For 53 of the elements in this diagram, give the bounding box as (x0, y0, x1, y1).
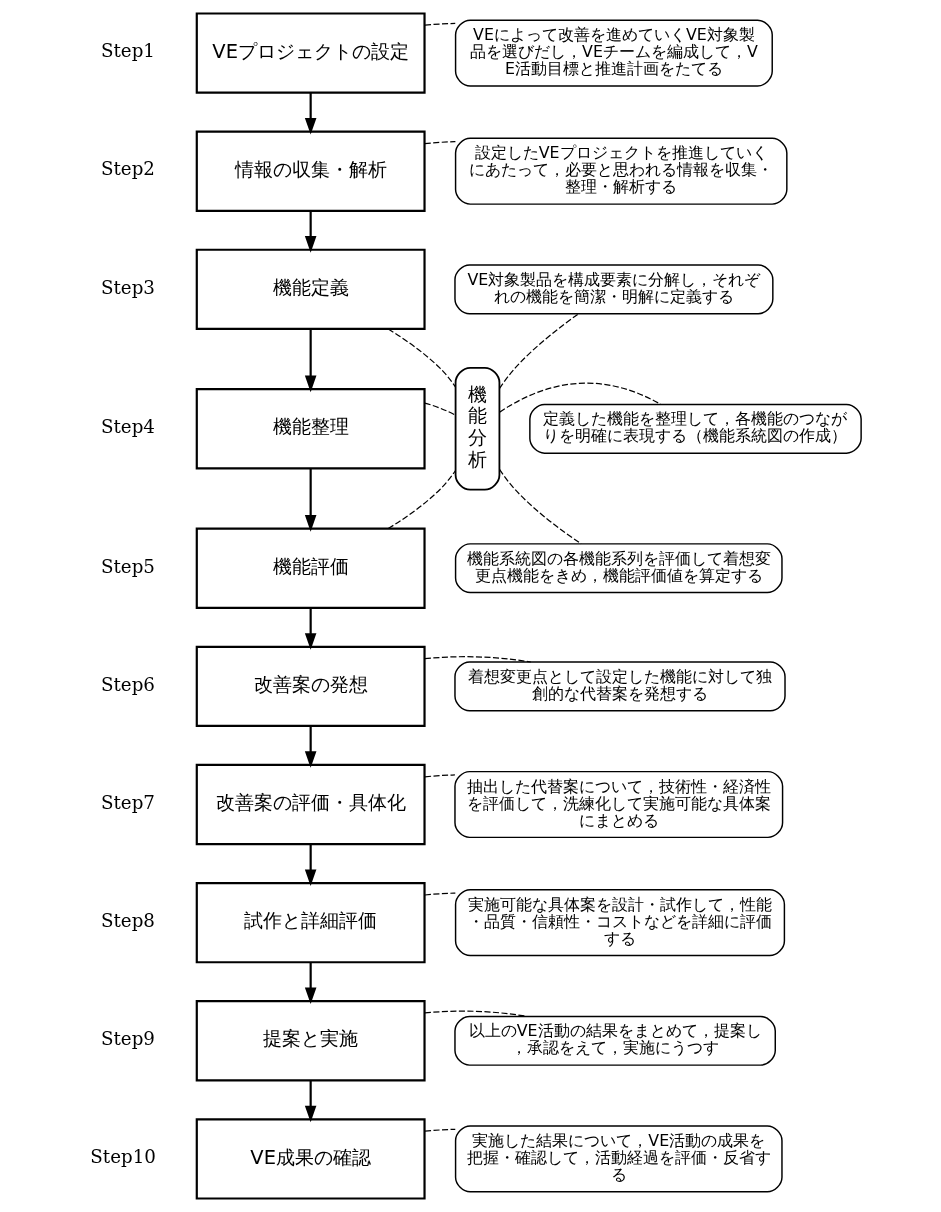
connector (424, 1128, 456, 1132)
node-label: Step2 (101, 158, 155, 180)
connector (424, 774, 456, 778)
arrow (304, 329, 317, 393)
connector (424, 141, 456, 145)
node-box: 抽出した代替案について，技術性・経済性を評価して，洗練化して実施可能な具体案にまとめる (454, 770, 784, 839)
node-label: Step5 (101, 555, 155, 577)
node-box: VE対象製品を構成要素に分解し，それぞれの機能を簡潔・明解に定義する (454, 264, 774, 315)
arrow (304, 608, 317, 650)
connector (387, 328, 457, 388)
node-label: Step1 (101, 40, 155, 62)
connector (498, 313, 580, 390)
node-box: 改善案の発想 (195, 645, 426, 728)
arrow (304, 1080, 317, 1123)
arrow (304, 92, 317, 135)
connector (424, 402, 456, 416)
node-box: 設定したVEプロジェクトを推進していくにあたって，必要と思われる情報を収集・整理・解析する (454, 137, 788, 205)
node-label: Step3 (101, 276, 155, 298)
node-box: 情報の収集・解析 (195, 130, 426, 212)
node-box: 機能評価 (195, 527, 426, 609)
node-box: 機能系統図の各機能系列を評価して着想変更点機能をきめ，機能評価値を算定する (454, 543, 783, 594)
connector (424, 656, 532, 663)
node-box: 改善案の評価・具体化 (195, 763, 426, 846)
node-box: VE成果の確認 (195, 1118, 426, 1200)
node-box: VEによって改善を進めていくVE対象製品を選びだし，VEチームを編成して，VE活動目標と推進計画をたてる (454, 19, 773, 87)
node-box: 実施可能な具体案を設計・試作して，性能・品質・信頼性・コストなどを詳細に評価する (454, 889, 786, 957)
node-label: Step8 (101, 909, 155, 931)
arrow (304, 844, 317, 886)
connector (424, 892, 456, 896)
node-label: Step10 (90, 1146, 156, 1168)
arrow (304, 726, 317, 768)
node-label: Step6 (101, 673, 155, 695)
node-box: 提案と実施 (195, 1000, 426, 1082)
node-box: 機能定義 (195, 248, 426, 331)
node-box: VEプロジェクトの設定 (195, 12, 426, 94)
node-box: 試作と詳細評価 (195, 881, 426, 964)
node-box: 機能整理 (195, 388, 426, 470)
node-label: Step9 (101, 1028, 155, 1050)
connector (498, 468, 582, 545)
node-box: 定義した機能を整理して，各機能のつながりを明確に表現する（機能系統図の作成） (529, 403, 862, 454)
connector (424, 22, 456, 26)
connector (499, 382, 662, 413)
node-box: 機能分析 (454, 367, 501, 491)
arrow (304, 210, 317, 253)
node-label: Step4 (101, 416, 155, 438)
connector (424, 1010, 528, 1017)
connector (387, 469, 457, 530)
arrow (304, 468, 317, 532)
arrow (304, 962, 317, 1005)
node-box: 以上のVE活動の結果をまとめて，提案し，承認をえて，実施にうつす (454, 1015, 776, 1066)
node-box: 着想変更点として設定した機能に対して独創的な代替案を発想する (454, 661, 786, 712)
node-label: Step7 (101, 791, 155, 813)
node-box: 実施した結果について，VE活動の成果を把握・確認して，活動経過を評価・反省する (454, 1125, 783, 1193)
